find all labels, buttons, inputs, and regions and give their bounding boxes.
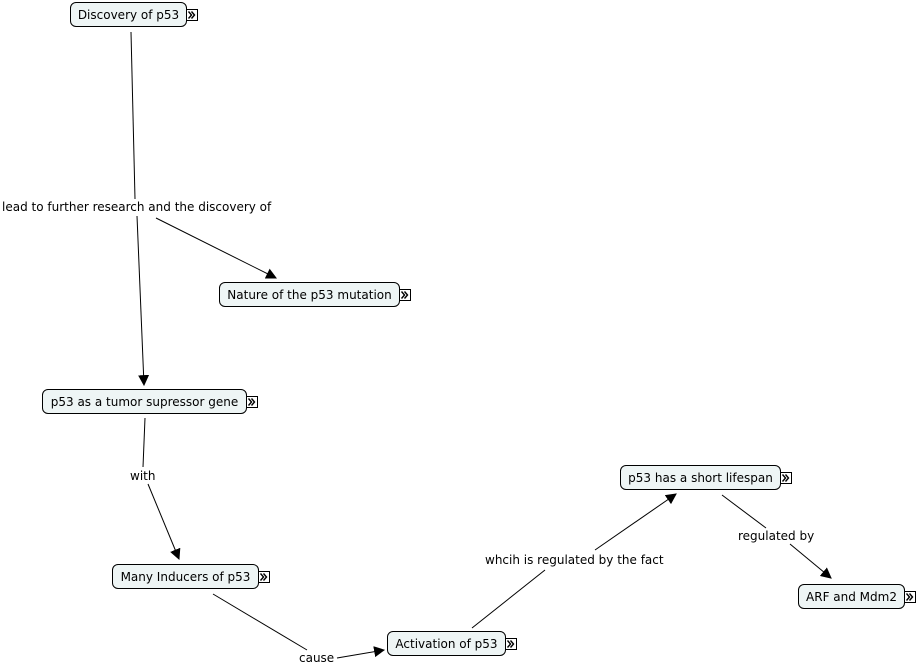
link-tumor-suppressor-to-with	[142, 417, 146, 468]
concept-label: p53 as a tumor supressor gene	[50, 394, 239, 409]
link-phrase-to-mutation	[155, 217, 277, 279]
concept-arf-and-mdm2[interactable]: ARF and Mdm2	[798, 584, 905, 609]
concept-label: Many Inducers of p53	[120, 569, 251, 584]
link-cause-to-activation	[336, 646, 386, 659]
concept-label: Nature of the p53 mutation	[227, 287, 392, 302]
link-inducers-to-cause	[212, 593, 308, 651]
linking-phrase-cause: cause	[298, 651, 336, 665]
concept-activation-of-p53[interactable]: Activation of p53	[387, 631, 506, 656]
double-chevron-right-icon[interactable]	[505, 638, 517, 650]
double-chevron-right-icon[interactable]	[399, 289, 411, 301]
linking-phrase-regulated-fact: whcih is regulated by the fact	[484, 553, 665, 567]
double-chevron-right-icon[interactable]	[780, 472, 792, 484]
concept-p53-short-lifespan[interactable]: p53 has a short lifespan	[620, 465, 781, 490]
double-chevron-right-icon[interactable]	[904, 591, 916, 603]
concept-label: Activation of p53	[395, 636, 498, 651]
link-discovery-to-phrase	[130, 31, 136, 200]
link-phrase-to-tumor-suppressor	[136, 215, 150, 387]
link-regulated-by-to-arf-mdm2	[789, 543, 832, 579]
link-activation-to-phrase	[471, 569, 546, 629]
concept-label: p53 has a short lifespan	[628, 470, 773, 485]
linking-phrase-regulated-by: regulated by	[737, 529, 816, 543]
linking-phrase-lead-to: lead to further research and the discove…	[1, 200, 273, 214]
concept-p53-tumor-suppressor-gene[interactable]: p53 as a tumor supressor gene	[42, 389, 247, 414]
concept-nature-of-p53-mutation[interactable]: Nature of the p53 mutation	[219, 282, 400, 307]
concept-many-inducers-of-p53[interactable]: Many Inducers of p53	[112, 564, 259, 589]
concept-label: Discovery of p53	[77, 7, 180, 22]
link-short-lifespan-to-regulated-by	[721, 494, 767, 529]
link-with-to-inducers	[147, 483, 181, 561]
concept-label: ARF and Mdm2	[806, 589, 897, 604]
double-chevron-right-icon[interactable]	[246, 396, 258, 408]
link-phrase-to-short-lifespan	[594, 493, 677, 551]
linking-phrase-with: with	[129, 469, 157, 483]
double-chevron-right-icon[interactable]	[258, 571, 270, 583]
concept-discovery-of-p53[interactable]: Discovery of p53	[70, 2, 187, 27]
double-chevron-right-icon[interactable]	[186, 9, 198, 21]
